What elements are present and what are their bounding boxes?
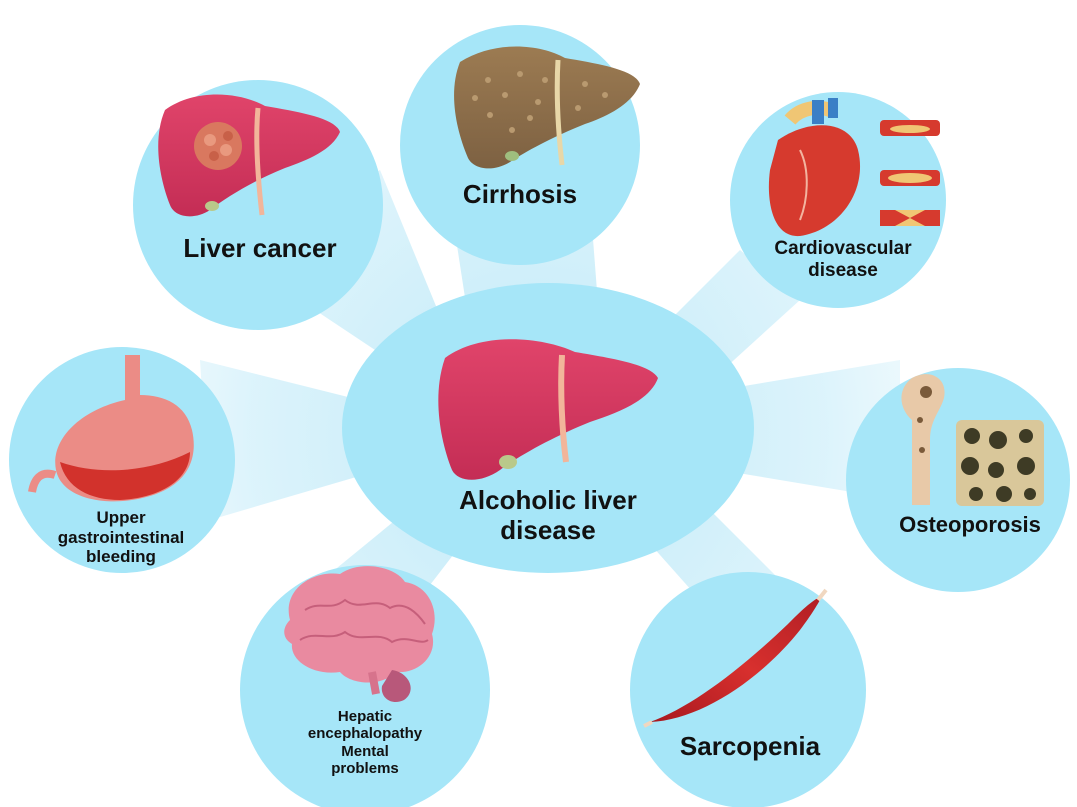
label-cirrhosis: Cirrhosis bbox=[430, 180, 610, 210]
label-liver-cancer: Liver cancer bbox=[150, 234, 370, 264]
label-sarcopenia: Sarcopenia bbox=[660, 732, 840, 762]
label-center: Alcoholic liver disease bbox=[430, 486, 666, 546]
label-osteoporosis: Osteoporosis bbox=[880, 512, 1060, 537]
circle-sarcopenia bbox=[630, 572, 866, 807]
artery-icons bbox=[880, 120, 940, 226]
label-cardiovascular: Cardiovascular disease bbox=[758, 238, 928, 282]
label-hepatic: Hepatic encephalopathy Mental problems bbox=[272, 708, 458, 777]
center-label-line1: Alcoholic liver bbox=[430, 486, 666, 516]
center-label-line2: disease bbox=[430, 516, 666, 546]
label-gi-bleeding: Upper gastrointestinal bleeding bbox=[26, 508, 216, 567]
